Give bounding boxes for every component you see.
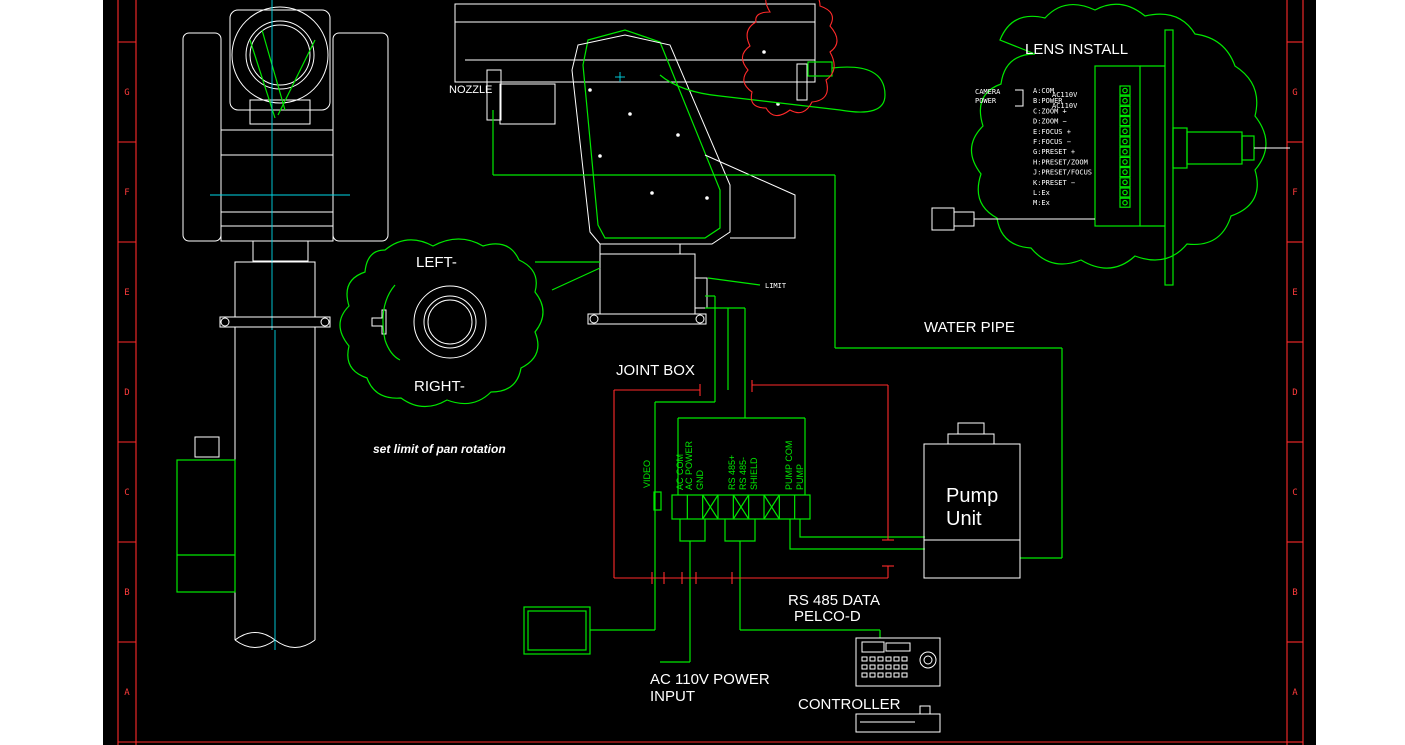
lens-terminal-label: M:Ex	[1033, 199, 1050, 207]
zone-label-right: C	[1292, 488, 1297, 498]
lens-terminal-label: A:COM	[1033, 87, 1054, 95]
water-pipe-label: WATER PIPE	[924, 319, 1015, 336]
lens-terminal-label: H:PRESET/ZOOM	[1033, 158, 1088, 166]
terminal-label: GND	[695, 470, 705, 491]
zone-label-right: E	[1292, 288, 1297, 298]
ac-power-label-line2: INPUT	[650, 688, 695, 705]
pump-unit	[923, 422, 1021, 579]
lens-terminal-label: E:FOCUS +	[1033, 128, 1071, 136]
terminal-label: PUMP COM	[784, 441, 794, 490]
pump-unit-label-line1: Pump	[946, 485, 998, 507]
nozzle-label: NOZZLE	[449, 84, 492, 96]
drawing-frame	[117, 0, 1304, 745]
zone-labels: G G F F E E D D C C B B A A	[124, 88, 1298, 698]
controller-label: CONTROLLER	[798, 696, 901, 713]
zone-label-left: E	[124, 288, 129, 298]
camera-power-label-line1: CAMERA	[975, 88, 1001, 96]
zone-label-left: D	[124, 388, 129, 398]
terminal-label: SHIELD	[749, 457, 759, 490]
pelco-d-label: PELCO-D	[794, 608, 861, 625]
zone-label-right: G	[1292, 88, 1297, 98]
limit-label: LIMIT	[765, 282, 787, 290]
lens-terminal-label: G:PRESET +	[1033, 148, 1075, 156]
terminal-label: RS 485-	[738, 457, 748, 490]
video-label: VIDEO	[642, 460, 652, 488]
zone-label-right: B	[1292, 588, 1297, 598]
joint-box-label: JOINT BOX	[616, 362, 695, 379]
pan-limit-cloud	[339, 238, 761, 408]
set-limit-caption: set limit of pan rotation	[373, 442, 506, 456]
lens-terminal-labels: A:COM B:POWER C:ZOOM + D:ZOOM − E:FOCUS + F:F…	[1033, 87, 1092, 207]
pan-tilt-head-front-view	[182, 0, 389, 330]
pole-side-box	[176, 436, 236, 593]
lens-install-title: LENS INSTALL	[1025, 41, 1128, 58]
lens-terminal-label: K:PRESET −	[1033, 179, 1075, 187]
terminal-label: PUMP	[795, 464, 805, 490]
terminal-label: AC COM	[675, 454, 685, 490]
zone-label-right: A	[1292, 688, 1298, 698]
lens-terminal-label: J:PRESET/FOCUS	[1033, 169, 1092, 177]
lens-terminal-label: D:ZOOM −	[1033, 118, 1067, 126]
rs485-data-label: RS 485 DATA	[788, 592, 880, 609]
joint-box-wiring	[523, 295, 925, 663]
terminal-label: RS 485+	[727, 455, 737, 490]
zone-label-right: F	[1292, 188, 1297, 198]
lens-terminal-label: F:FOCUS −	[1033, 138, 1071, 146]
zone-label-left: A	[124, 688, 130, 698]
terminal-label: AC POWER	[684, 440, 694, 490]
camera-power-label-line2: POWER	[975, 97, 997, 105]
zone-label-left: G	[124, 88, 129, 98]
left-label: LEFT-	[416, 254, 457, 271]
voltage-label-1: AC110V	[1052, 91, 1078, 99]
controller-keypad	[855, 637, 941, 733]
lens-terminal-label: L:Ex	[1033, 189, 1050, 197]
pan-tilt-head-side-view	[454, 3, 1063, 559]
ac-power-label-line1: AC 110V POWER	[650, 671, 770, 688]
voltage-label-2: AC110V	[1052, 102, 1078, 110]
lens-terminal-label: C:ZOOM +	[1033, 107, 1067, 115]
zone-label-left: B	[124, 588, 129, 598]
lens-terminal-label: B:POWER	[1033, 97, 1063, 105]
zone-label-right: D	[1292, 388, 1297, 398]
pump-unit-label-line2: Unit	[946, 508, 982, 530]
drawing-sheet	[103, 0, 1316, 745]
lens-install-cloud	[931, 3, 1290, 286]
wash-cloud-outline	[741, 0, 838, 117]
zone-label-left: C	[124, 488, 129, 498]
cable-marker-lines	[613, 380, 894, 584]
right-label: RIGHT-	[414, 378, 465, 395]
zone-label-left: F	[124, 188, 129, 198]
